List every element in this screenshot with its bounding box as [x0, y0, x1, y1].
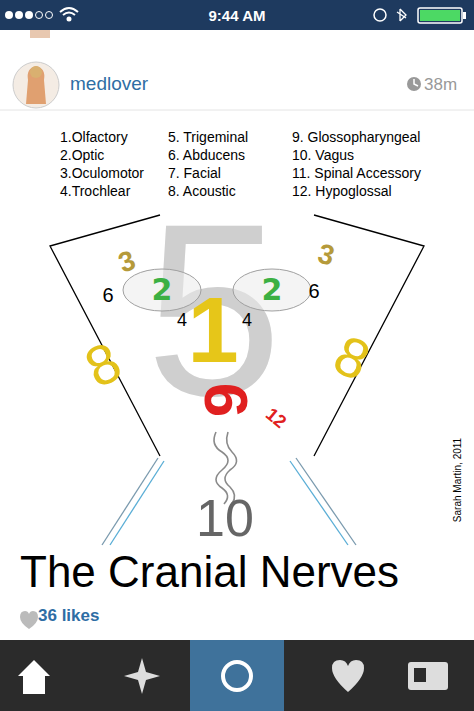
nerve-list-item: 8. Acoustic: [168, 184, 236, 198]
avatar-head: [30, 66, 42, 78]
nerve-list-item: 1.Olfactory: [60, 130, 128, 144]
status-time: 9:44 AM: [209, 8, 266, 23]
profile-icon: [408, 662, 448, 690]
profile-icon-detail: [414, 668, 426, 682]
callout-number: 2: [152, 275, 173, 305]
callout-number: 1: [187, 284, 238, 376]
nerve-list-item: 10. Vagus: [292, 148, 354, 162]
post-age: 38m: [424, 76, 457, 93]
nerve-list-item: 4.Trochlear: [60, 184, 130, 198]
callout-number: 8: [77, 333, 129, 397]
nerve-list-item: 9. Glossopharyngeal: [292, 130, 420, 144]
callout-number: 8: [326, 326, 378, 390]
previous-post-edge: [30, 30, 50, 38]
callout-number: 3: [315, 239, 337, 270]
clock-icon: [407, 77, 421, 91]
camera-icon: [223, 662, 251, 690]
activity-icon: [332, 660, 364, 692]
callout-number: 2: [262, 275, 283, 305]
callout-number: 4: [242, 311, 252, 329]
camera-button: [190, 640, 284, 711]
eye-ellipse: 2: [232, 268, 312, 312]
status-bar: [0, 0, 474, 30]
home-icon: [18, 660, 50, 694]
nerve-list-item: 7. Facial: [168, 166, 221, 180]
like-count: 36 likes: [38, 607, 99, 624]
wifi-icon: [60, 8, 78, 21]
nerve-list-item: 12. Hypoglossal: [292, 184, 392, 198]
separator: [0, 110, 474, 111]
nerve-list-item: 5. Trigeminal: [168, 130, 248, 144]
callout-number: 9: [195, 383, 257, 417]
explore-icon: [124, 658, 160, 694]
ellipse-shape: [233, 269, 311, 311]
battery-icon: [374, 8, 466, 23]
nerve-list-item: 3.Oculomotor: [60, 166, 144, 180]
avatar-figure: [26, 66, 46, 104]
callout-number: 4: [177, 311, 187, 329]
callout-number: 3: [115, 246, 139, 278]
nerve-list-item: 11. Spinal Accessory: [292, 166, 421, 180]
callout-number: 6: [308, 281, 319, 301]
signal-dots: [5, 11, 53, 19]
ellipse-shape: [123, 269, 201, 311]
diagram-title: The Cranial Nerves: [20, 550, 399, 594]
nerve-list-item: 2.Optic: [60, 148, 104, 162]
nerve-list-item: 6. Abducens: [168, 148, 245, 162]
credit-note: Sarah Martin, 2011: [453, 438, 463, 522]
bottom-nav: [0, 640, 474, 711]
like-heart: [20, 611, 38, 629]
username: medlover: [70, 74, 148, 93]
callout-number: 6: [102, 285, 113, 305]
callout-number: 10: [196, 492, 254, 544]
avatar: [13, 62, 59, 108]
